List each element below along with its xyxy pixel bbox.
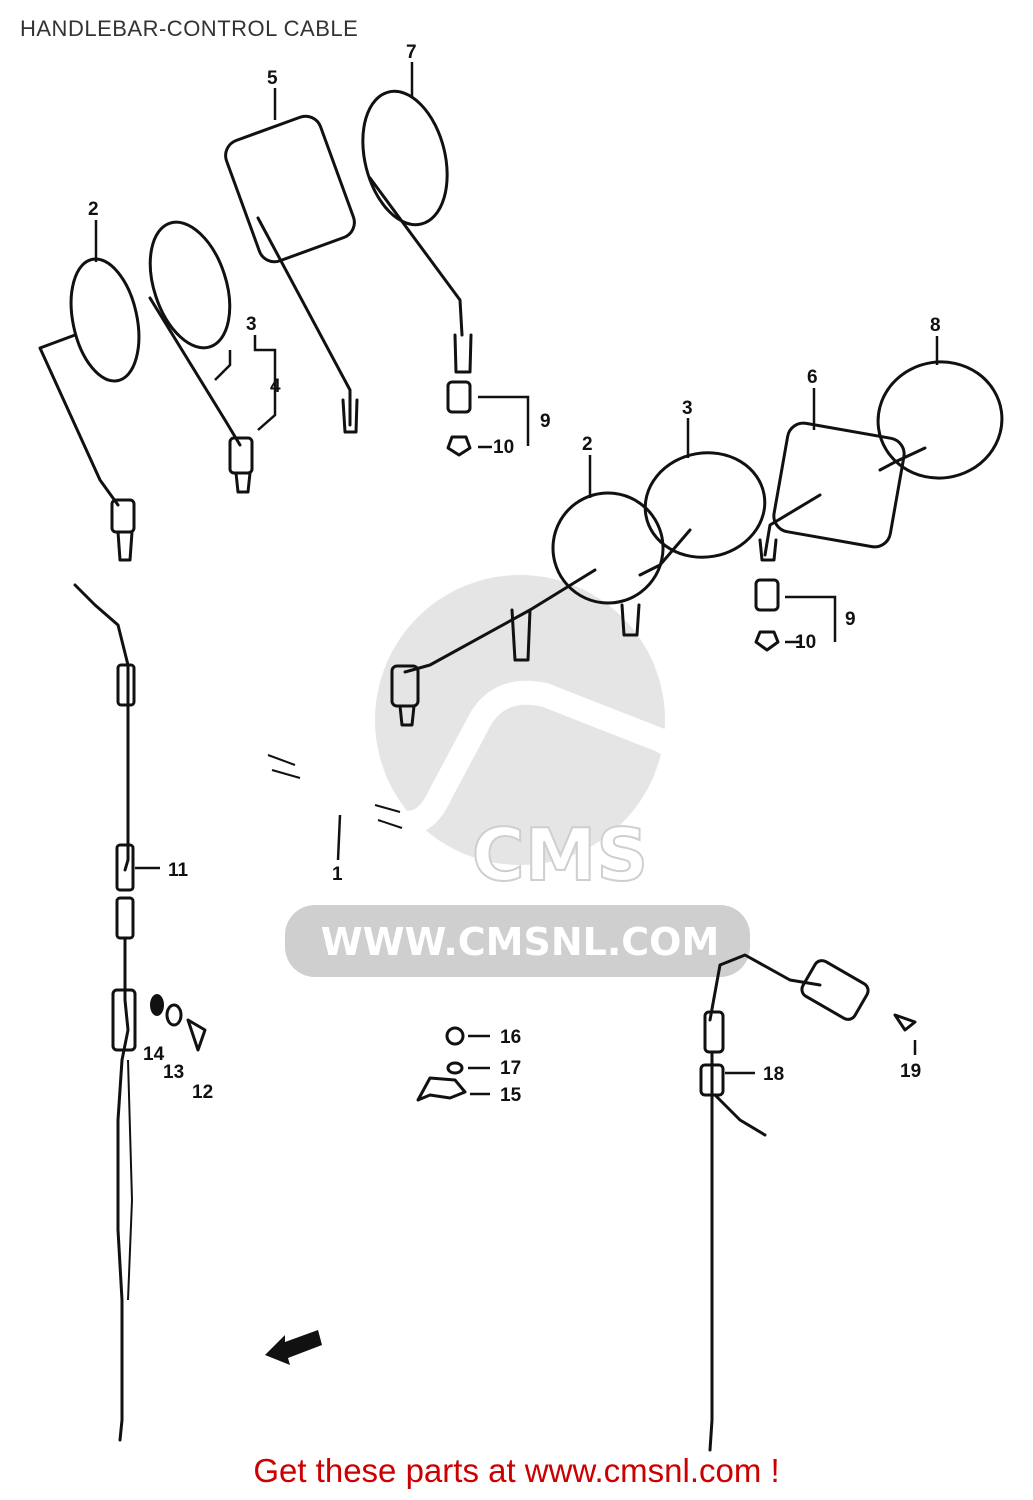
- bolt-9-nut-10-right: [754, 578, 780, 652]
- watermark-logo: CMS: [472, 813, 648, 897]
- label-7: 7: [406, 42, 417, 63]
- page-title: HANDLEBAR-CONTROL CABLE: [20, 16, 359, 41]
- leader-lines: [94, 62, 939, 1096]
- label-2-left: 2: [88, 199, 99, 220]
- watermark: WWW.CMSNL.COM CMS: [285, 575, 750, 977]
- watermark-banner: [285, 905, 750, 977]
- label-14: 14: [143, 1044, 165, 1065]
- label-3-left: 3: [246, 314, 257, 335]
- label-4: 4: [270, 376, 281, 397]
- mirror-3-left: [148, 220, 254, 494]
- mirror-3-right: [620, 451, 767, 637]
- label-16: 16: [500, 1027, 521, 1048]
- label-18: 18: [763, 1064, 784, 1085]
- label-1: 1: [332, 864, 343, 885]
- mirror-2-left: [38, 257, 141, 562]
- cable-11: [73, 583, 137, 1442]
- label-15: 15: [500, 1085, 522, 1106]
- bolt-12: [186, 1018, 207, 1052]
- label-19: 19: [900, 1061, 921, 1082]
- footer-link[interactable]: Get these parts at www.cmsnl.com !: [253, 1452, 780, 1489]
- label-10-top: 10: [493, 437, 514, 458]
- mirror-2-right: [390, 491, 665, 727]
- label-2-right: 2: [582, 434, 593, 455]
- mirror-7-left: [361, 89, 473, 374]
- mirror-6-right: [758, 421, 906, 562]
- label-8: 8: [930, 315, 941, 336]
- label-13: 13: [163, 1062, 184, 1083]
- clamp-15: [416, 1026, 467, 1102]
- mirror-8-right: [876, 360, 1004, 480]
- washer-14: [150, 994, 164, 1016]
- label-3-right: 3: [682, 398, 693, 419]
- label-12: 12: [192, 1082, 213, 1103]
- label-9-right: 9: [845, 609, 856, 630]
- label-17: 17: [500, 1058, 521, 1079]
- direction-arrow: [265, 1330, 322, 1365]
- watermark-url: WWW.CMSNL.COM: [321, 920, 720, 964]
- bolt-9-nut-10-top: [446, 380, 472, 457]
- label-10-right: 10: [795, 632, 816, 653]
- label-5: 5: [267, 68, 278, 89]
- washer-13: [165, 1003, 183, 1027]
- mirror-5-left: [224, 114, 359, 434]
- cable-18: [699, 953, 822, 1452]
- switch-19: [800, 959, 917, 1032]
- label-11: 11: [168, 860, 189, 881]
- label-6: 6: [807, 367, 818, 388]
- label-9-top: 9: [540, 411, 551, 432]
- handlebar-1: [210, 517, 774, 892]
